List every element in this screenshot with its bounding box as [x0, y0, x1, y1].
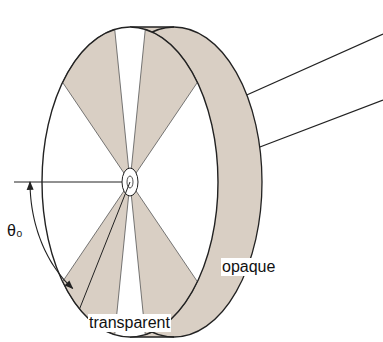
- shaft: [240, 34, 383, 150]
- angle-marker: [14, 182, 130, 309]
- part-label: transparent: [88, 314, 171, 332]
- angle-label: θ₀: [6, 222, 24, 240]
- part-label: opaque: [221, 258, 276, 276]
